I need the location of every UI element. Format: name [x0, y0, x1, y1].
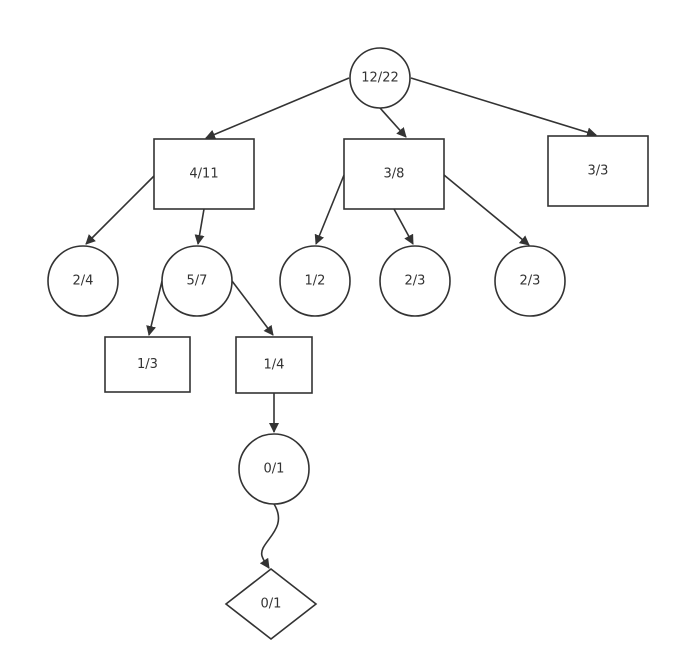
node-label: 1/3: [137, 357, 158, 372]
node-2-3-a: 2/3: [379, 245, 451, 317]
node-2-3-a-circle: [379, 245, 451, 317]
node-label: 2/3: [520, 274, 541, 289]
node-label: 1/2: [305, 274, 326, 289]
node-5-7-circle: [161, 245, 233, 317]
node-label: 3/8: [384, 167, 405, 182]
node-1-2-circle: [279, 245, 351, 317]
node-2-4: 2/4: [47, 245, 119, 317]
node-label: 0/1: [261, 597, 282, 612]
node-2-4-circle: [47, 245, 119, 317]
node-1-4-box: [235, 336, 313, 394]
edge-5-7-to-1-3: [146, 280, 163, 336]
node-label: 3/3: [588, 164, 609, 179]
node-0-1-circle: 0/1: [238, 433, 310, 505]
node-2-3-b-circle: [494, 245, 566, 317]
node-12-22-circle: [349, 47, 411, 109]
edges: [85, 77, 597, 569]
node-0-1-diamond: 0/1: [224, 567, 318, 641]
node-0-1-circle-shape: [238, 433, 310, 505]
node-label: 12/22: [361, 71, 398, 86]
node-3-8-box: [343, 138, 445, 210]
node-label: 5/7: [187, 274, 208, 289]
edge-3-8-to-1-2: [314, 174, 345, 245]
node-1-4: 1/4: [235, 336, 313, 394]
node-label: 2/3: [405, 274, 426, 289]
edge-5-7-to-1-4: [231, 280, 274, 336]
edge-4-11-to-2-4: [85, 175, 155, 245]
node-2-3-b: 2/3: [494, 245, 566, 317]
node-3-3-box: [547, 135, 649, 207]
edge-12-22-to-3-8: [379, 107, 407, 138]
node-5-7: 5/7: [161, 245, 233, 317]
node-1-3: 1/3: [104, 336, 191, 393]
edge-3-8-to-2-3-b: [443, 174, 530, 246]
edge-4-11-to-5-7: [194, 208, 205, 245]
edge-12-22-to-3-3: [410, 77, 597, 138]
node-4-11-box: [153, 138, 255, 210]
node-label: 1/4: [264, 358, 285, 373]
node-1-3-box: [104, 336, 191, 393]
edge-12-22-to-4-11: [205, 77, 350, 140]
nodes: 12/22 4/11 3/8 3/3 2/4 5/7: [47, 47, 649, 641]
edge-3-8-to-2-3-a: [393, 208, 414, 245]
edge-0-1-to-0-1-wavy: [259, 503, 280, 569]
node-3-3: 3/3: [547, 135, 649, 207]
node-0-1-diamond-shape: [224, 567, 318, 641]
node-4-11: 4/11: [153, 138, 255, 210]
node-label: 2/4: [73, 274, 94, 289]
node-3-8: 3/8: [343, 138, 445, 210]
node-1-2: 1/2: [279, 245, 351, 317]
node-label: 4/11: [189, 167, 218, 182]
node-label: 0/1: [264, 462, 285, 477]
node-12-22: 12/22: [349, 47, 411, 109]
